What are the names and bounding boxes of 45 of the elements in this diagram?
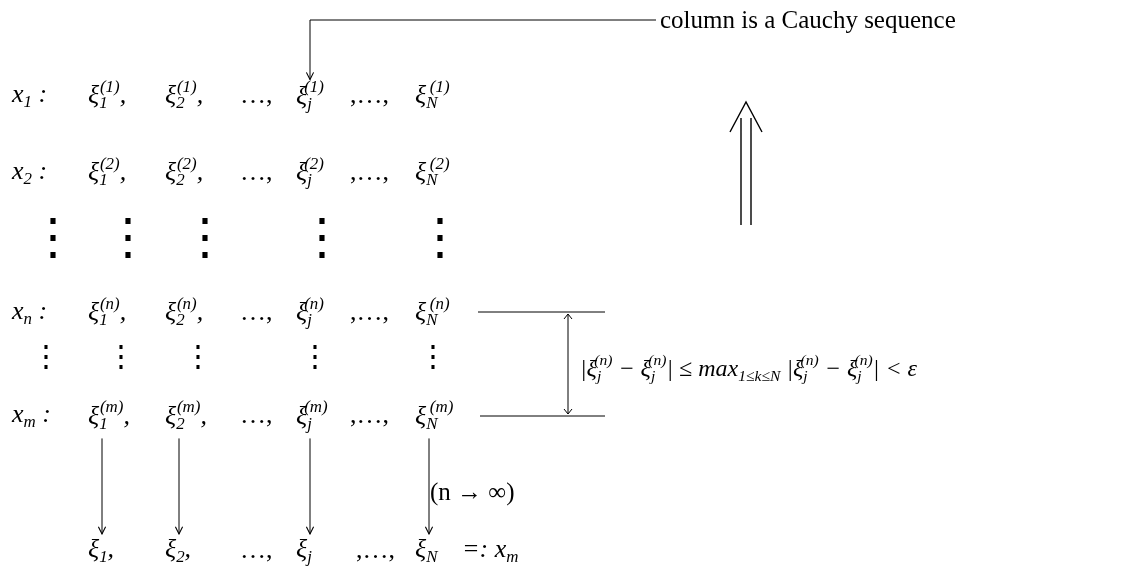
sequence-term: ξ$_{N}$ — [415, 532, 438, 568]
ellipsis: ,…, — [350, 399, 389, 432]
sequence-term: ξ$_{2}$$^{(m)}$, — [165, 395, 207, 435]
sequence-term: ξ$_{1}$$^{(2)}$, — [88, 152, 127, 192]
vertical-ellipsis: ⋮ — [183, 341, 213, 371]
arrow — [305, 437, 315, 535]
definition: =: x$_{m}$ — [462, 533, 519, 568]
ellipsis: …, — [240, 156, 273, 189]
vertical-ellipsis: ⋮ — [103, 211, 153, 261]
sequence-term: ξ$_{2}$$^{(2)}$, — [165, 152, 204, 192]
sequence-term: ξ$_{2}$$^{(1)}$, — [165, 75, 204, 115]
vertical-ellipsis: ⋮ — [415, 211, 465, 261]
row-label: x$_{2}$ : — [12, 155, 48, 190]
ellipsis: ,…, — [356, 534, 395, 567]
row-label: x$_{1}$ : — [12, 78, 48, 113]
vertical-ellipsis: ⋮ — [28, 211, 78, 261]
row-label: x$_{n}$ : — [12, 295, 48, 330]
arrow — [97, 437, 107, 535]
arrow — [174, 437, 184, 535]
ellipsis: …, — [240, 79, 273, 112]
sequence-term: ξ$_{2}$, — [165, 532, 192, 568]
sequence-term: ξ$_{1}$$^{(m)}$, — [88, 395, 130, 435]
ellipsis: ,…, — [350, 296, 389, 329]
sequence-term: ξ$_{1}$, — [88, 532, 115, 568]
ellipsis: …, — [240, 399, 273, 432]
vertical-ellipsis: ⋮ — [297, 211, 347, 261]
ellipsis: …, — [240, 534, 273, 567]
annotation-text: column is a Cauchy sequence — [660, 3, 956, 37]
sequence-term: ξ$_{2}$$^{(n)}$, — [165, 292, 204, 332]
ellipsis: …, — [240, 296, 273, 329]
limit-note: (n → ∞) — [430, 476, 515, 508]
vertical-ellipsis: ⋮ — [180, 211, 230, 261]
vertical-ellipsis: ⋮ — [31, 341, 61, 371]
ellipsis: ,…, — [350, 156, 389, 189]
sequence-term: ξ$_{j}$ — [296, 532, 312, 568]
ellipsis: ,…, — [350, 79, 389, 112]
vertical-ellipsis: ⋮ — [106, 341, 136, 371]
sequence-term: ξ$_{1}$$^{(1)}$, — [88, 75, 127, 115]
vertical-ellipsis: ⋮ — [418, 341, 448, 371]
inequality: |ξ$_{j}$$^{(n)}$ − ξ$_{j}$$^{(n)}$| ≤ max$_{1≤k≤N}$ |ξ$_{j}$$^{(n)}$ − ξ$_{j}$$^{(n)}$| < ε — [580, 350, 918, 386]
arrow — [424, 437, 434, 535]
vertical-ellipsis: ⋮ — [300, 341, 330, 371]
sequence-term: ξ$_{1}$$^{(n)}$, — [88, 292, 127, 332]
arrow — [305, 19, 657, 81]
row-label: x$_{m}$ : — [12, 398, 51, 433]
